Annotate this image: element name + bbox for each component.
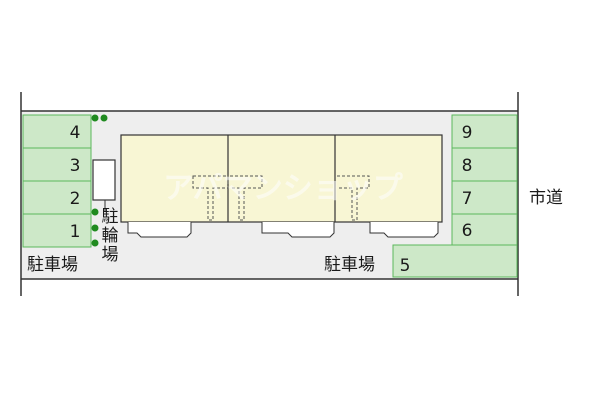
stair-outline: [337, 175, 370, 221]
trees: [91, 114, 108, 247]
tree-icon: [91, 208, 99, 216]
parking-space: [22, 114, 92, 149]
entrance-step: [127, 222, 192, 238]
entrance-step: [261, 222, 335, 238]
parking-number: 4: [70, 123, 81, 143]
bicycle-parking-label-2: 輪: [102, 226, 119, 246]
tree-icon: [91, 114, 99, 122]
parking-space: [392, 244, 518, 278]
parking-number: 6: [462, 221, 473, 241]
parking-space: [22, 213, 92, 248]
right-parking-label: 駐車場: [324, 255, 375, 275]
parking-number: 5: [400, 256, 411, 276]
bicycle-parking-label-3: 場: [102, 245, 119, 265]
watermark: アパマンショップ: [163, 171, 403, 206]
parking-number: 8: [462, 156, 473, 176]
stair-outline: [230, 175, 263, 221]
parking-space: [451, 114, 518, 149]
tree-icon: [91, 239, 99, 247]
building: アパマンショップ: [120, 134, 443, 238]
entrance-step: [369, 222, 439, 238]
stair-outline: [192, 175, 229, 221]
parking-number: 3: [70, 156, 81, 176]
parking-number: 2: [70, 189, 81, 209]
bicycle-parking-label-1: 駐: [102, 207, 119, 227]
parking-space: [22, 147, 92, 182]
left-parking-label: 駐車場: [27, 255, 78, 275]
tree-icon: [91, 224, 99, 232]
road-label: 市道: [529, 188, 563, 208]
tree-icon: [100, 114, 108, 122]
parking-space: [22, 180, 92, 215]
right-parking: 9 8 7 6 5: [392, 114, 518, 278]
parking-space: [451, 147, 518, 182]
parking-space: [451, 213, 518, 246]
bicycle-shed: [92, 159, 116, 201]
parking-number: 9: [462, 123, 473, 143]
parking-number: 7: [462, 189, 473, 209]
left-parking: 4 3 2 1: [22, 114, 92, 248]
building-outline: [120, 134, 443, 223]
parking-number: 1: [70, 222, 81, 242]
